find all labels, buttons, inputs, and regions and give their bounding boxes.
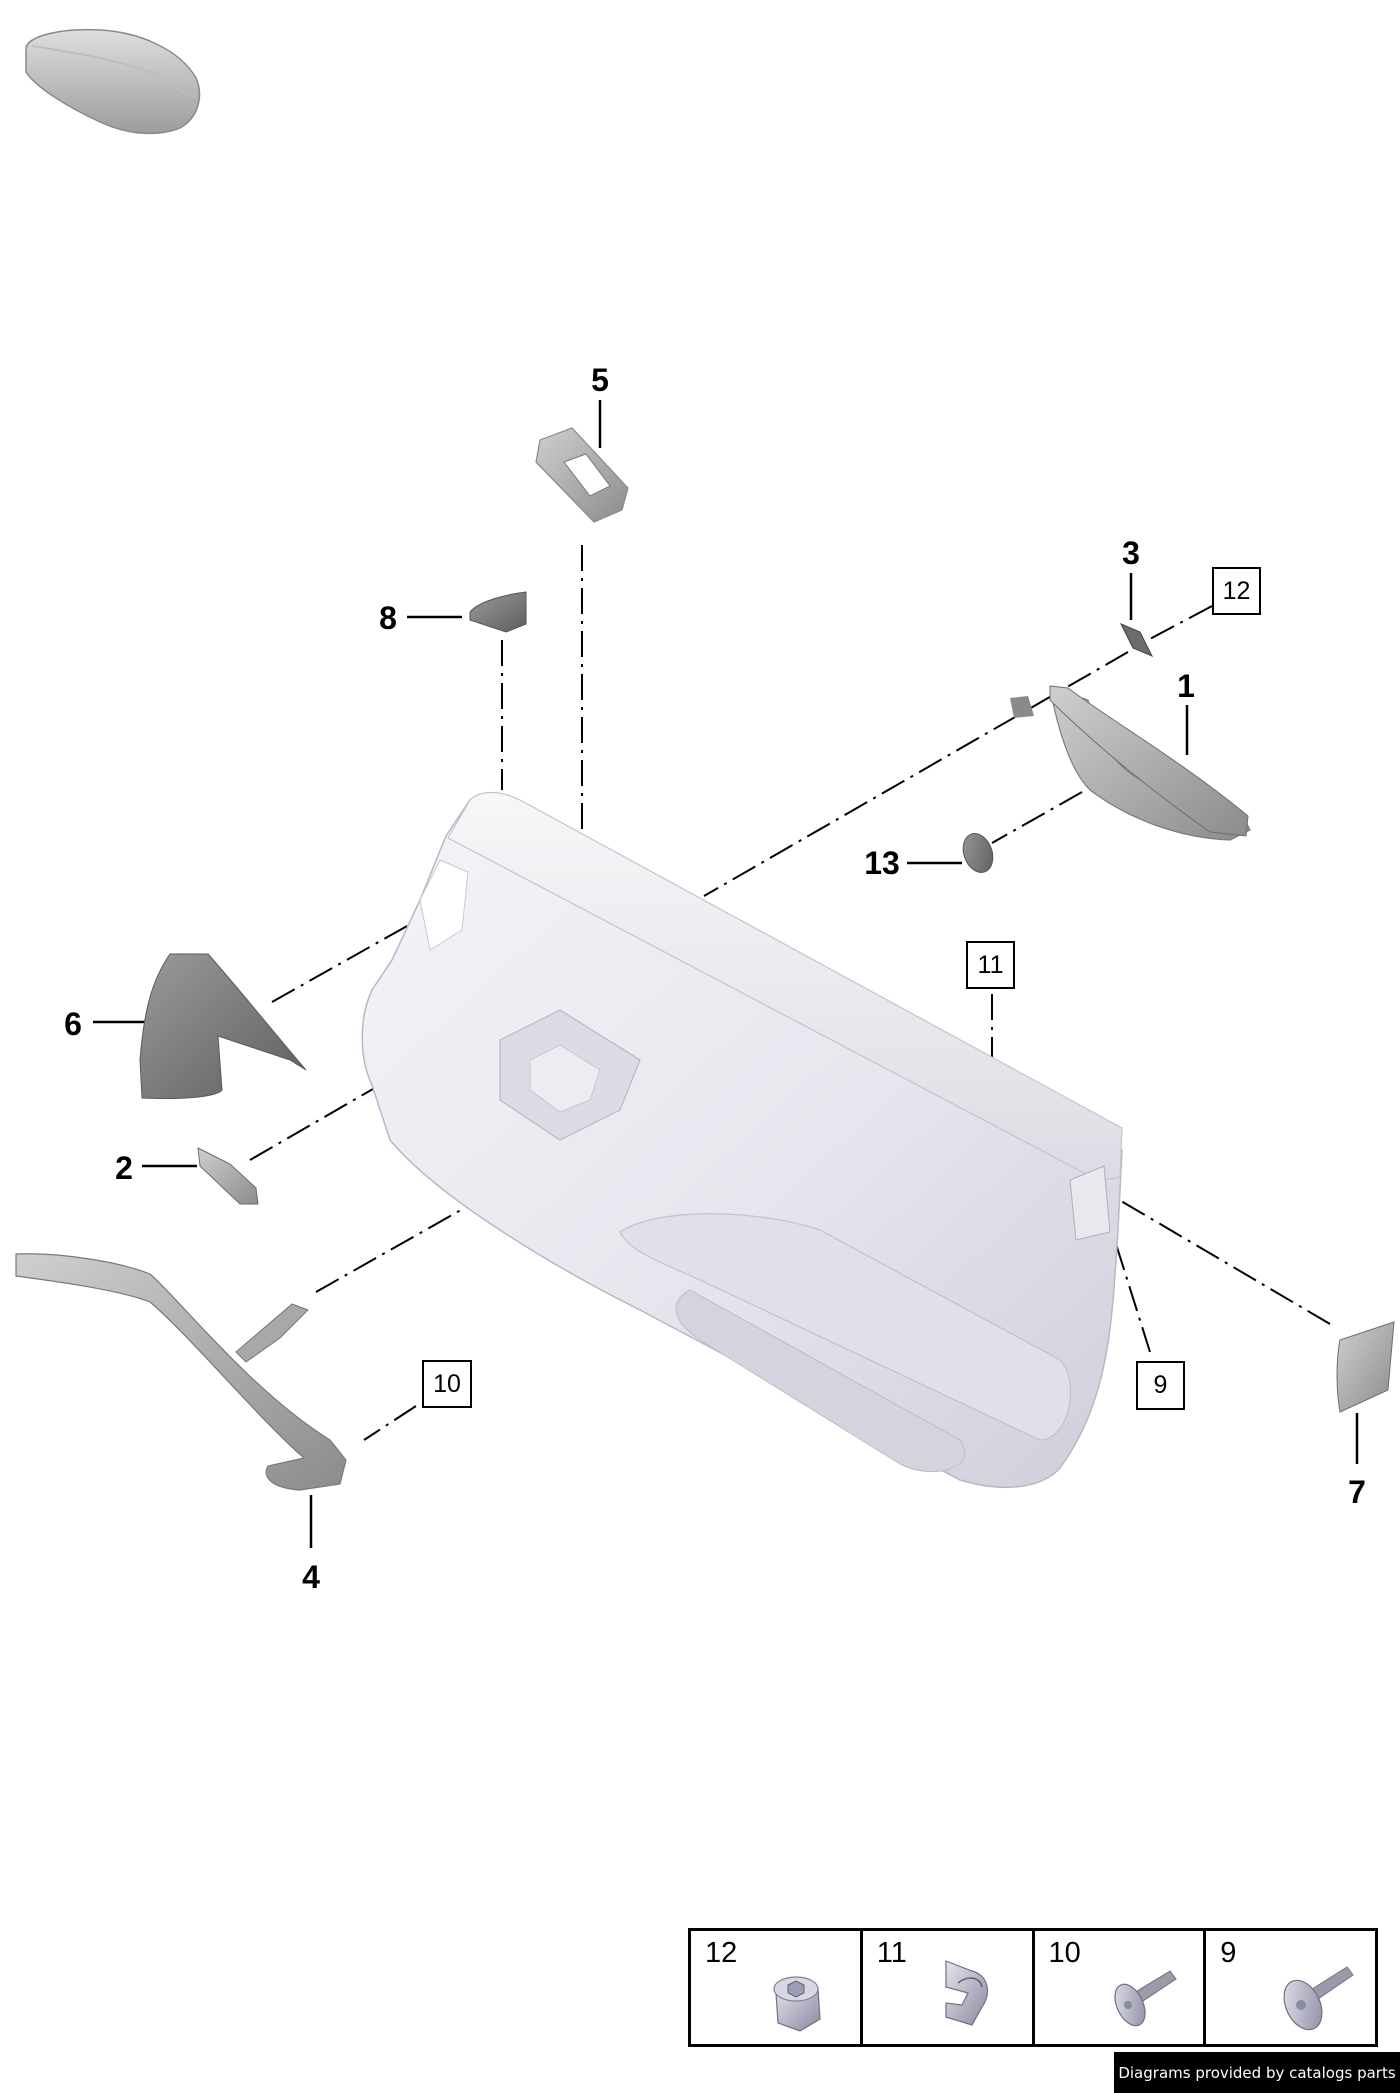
legend-number: 12 <box>705 1937 738 1969</box>
door-trim-panel <box>361 791 1123 1488</box>
part-2-small-trim <box>197 1147 259 1205</box>
callout-7[interactable]: 7 <box>1348 1474 1366 1510</box>
callout-13[interactable]: 13 <box>864 845 900 881</box>
solid-leaders <box>93 400 1359 1548</box>
legend-cell-9[interactable]: 9 <box>1206 1931 1375 2044</box>
part-4-grab-handle <box>15 1253 347 1491</box>
callout-4[interactable]: 4 <box>302 1559 320 1595</box>
hex-nut-icon <box>773 1976 821 2032</box>
diagram-credit-caption: Diagrams provided by catalogs parts <box>1114 2052 1400 2093</box>
screw-icon <box>1113 1970 1177 2027</box>
part-8-tweeter-cover <box>469 591 527 633</box>
callout-box-12[interactable]: 12 <box>1212 567 1261 615</box>
hardware-legend-table: 12 11 10 9 <box>688 1928 1378 2047</box>
legend-number: 9 <box>1220 1937 1237 1969</box>
part-7-end-cap <box>1336 1321 1395 1413</box>
part-6-mirror-trim <box>139 953 307 1100</box>
callout-5[interactable]: 5 <box>591 362 609 398</box>
part-13-round-cap <box>962 833 994 873</box>
legend-cell-12[interactable]: 12 <box>691 1931 863 2044</box>
callout-8[interactable]: 8 <box>379 600 397 636</box>
legend-number: 10 <box>1048 1937 1081 1969</box>
callout-box-10[interactable]: 10 <box>422 1360 472 1408</box>
part-5-switch-bezel <box>535 427 629 523</box>
legend-number: 11 <box>876 1937 907 1969</box>
legend-cell-11[interactable]: 11 <box>863 1931 1035 2044</box>
spring-clip-icon <box>945 1960 988 2026</box>
callout-3[interactable]: 3 <box>1122 535 1140 571</box>
legend-cell-10[interactable]: 10 <box>1035 1931 1207 2044</box>
part-1-handle-bracket <box>1010 685 1251 841</box>
callout-2[interactable]: 2 <box>115 1150 133 1186</box>
callout-box-9[interactable]: 9 <box>1136 1361 1185 1410</box>
part-3-plate <box>1119 623 1154 657</box>
vehicle-thumbnail-icon <box>25 28 201 135</box>
callout-6[interactable]: 6 <box>64 1006 82 1042</box>
callout-1[interactable]: 1 <box>1177 668 1195 704</box>
screw-with-washer-icon <box>1283 1966 1354 2031</box>
callout-box-11[interactable]: 11 <box>966 941 1015 989</box>
